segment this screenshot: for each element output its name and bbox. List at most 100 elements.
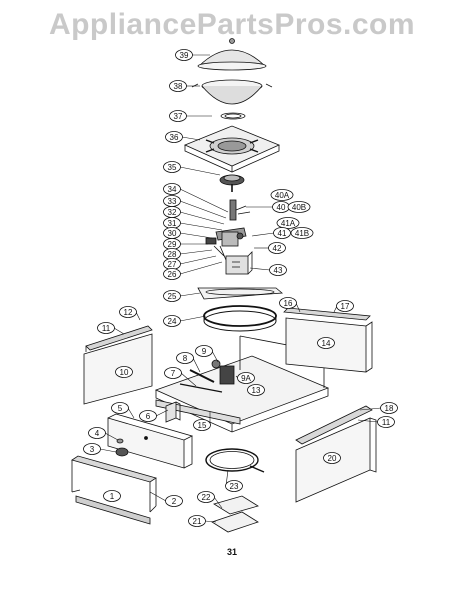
page-number: 31 <box>226 547 237 557</box>
leader-line <box>251 232 275 237</box>
callout-label: 40A <box>275 191 290 200</box>
callout-40: 40 <box>246 201 290 213</box>
callout-ellipse <box>380 402 398 414</box>
leader-line <box>179 249 213 255</box>
callout-11: 11 <box>97 322 125 335</box>
callout-label: 6 <box>146 412 151 421</box>
callout-25: 25 <box>163 290 201 302</box>
callout-ellipse <box>103 490 121 502</box>
leader-line <box>99 448 117 453</box>
part-large-ring <box>203 305 277 332</box>
callout-ellipse <box>193 419 211 431</box>
callout-label: 10 <box>120 368 129 377</box>
callout-label: 42 <box>273 244 282 253</box>
callout-label: 29 <box>168 240 177 249</box>
callout-ellipse <box>268 242 286 254</box>
callout-label: 33 <box>168 197 177 206</box>
leader-line <box>180 372 197 387</box>
callout-21: 21 <box>188 515 217 527</box>
callout-2: 2 <box>149 491 183 507</box>
part-wok <box>191 79 273 105</box>
callout-39: 39 <box>175 49 210 61</box>
callout-label: 31 <box>168 219 177 228</box>
callout-ellipse <box>225 480 243 492</box>
callout-40A: 40A <box>270 189 294 201</box>
leader-line <box>213 496 223 509</box>
callout-label: 37 <box>174 112 183 121</box>
leader-line <box>181 136 201 141</box>
callout-label: 2 <box>172 497 177 506</box>
callout-ellipse <box>163 315 181 327</box>
callout-8: 8 <box>176 352 201 373</box>
callout-5: 5 <box>111 402 135 419</box>
callout-ellipse <box>287 201 311 213</box>
callout-31: 31 <box>163 217 223 231</box>
callout-label: 32 <box>168 208 177 217</box>
callout-label: 18 <box>385 404 394 413</box>
callout-ellipse <box>115 366 133 378</box>
leader-line <box>179 292 201 297</box>
callout-9: 9 <box>195 345 219 363</box>
callout-33: 33 <box>163 195 227 219</box>
callout-label: 41A <box>281 219 296 228</box>
leader-line <box>357 419 379 423</box>
callout-ellipse <box>163 183 181 195</box>
callout-26: 26 <box>163 261 223 280</box>
part-plates <box>211 495 259 533</box>
part-front-rail <box>155 399 241 425</box>
callout-label: 38 <box>174 82 183 91</box>
callout-label: 21 <box>193 517 202 526</box>
callout-ellipse <box>273 227 291 239</box>
callout-label: 27 <box>168 260 177 269</box>
callout-label: 24 <box>168 317 177 326</box>
callout-ellipse <box>164 367 182 379</box>
callout-ellipse <box>88 427 106 439</box>
callout-label: 36 <box>170 133 179 142</box>
callout-30: 30 <box>163 227 213 239</box>
part-valve-assembly <box>205 199 251 261</box>
callout-13: 13 <box>247 384 265 396</box>
callout-label: 11 <box>102 324 111 333</box>
leader-line <box>249 267 271 271</box>
callout-ellipse <box>165 495 183 507</box>
callout-label: 4 <box>95 429 100 438</box>
leader-line <box>211 350 219 363</box>
callout-ellipse <box>176 352 194 364</box>
callout-ellipse <box>119 306 137 318</box>
callout-label: 8 <box>183 354 188 363</box>
callout-label: 13 <box>252 386 261 395</box>
callout-ellipse <box>83 443 101 455</box>
callout-ellipse <box>276 217 300 229</box>
callout-label: 20 <box>328 454 337 463</box>
callout-7: 7 <box>164 367 197 387</box>
callout-37: 37 <box>169 110 212 122</box>
leader-line <box>179 200 227 219</box>
callout-label: 3 <box>90 445 95 454</box>
callout-32: 32 <box>163 206 225 225</box>
part-left-panel <box>83 325 153 405</box>
callout-label: 5 <box>118 404 123 413</box>
leader-line <box>149 491 167 502</box>
callout-ellipse <box>247 384 265 396</box>
callout-ellipse <box>97 322 115 334</box>
callout-6: 6 <box>139 409 169 422</box>
leader-line <box>179 211 225 225</box>
callout-ellipse <box>323 452 341 464</box>
callout-20: 20 <box>323 452 341 464</box>
callout-ellipse <box>111 402 129 414</box>
leader-line <box>104 432 119 441</box>
callout-label: 16 <box>284 299 293 308</box>
callout-28: 28 <box>163 248 213 260</box>
part-gas-hose <box>205 448 265 473</box>
callout-label: 17 <box>341 302 350 311</box>
callout-ellipse <box>163 290 181 302</box>
callout-ellipse <box>279 297 297 309</box>
part-cooktop-grate <box>183 125 281 173</box>
leader-line <box>179 166 221 176</box>
callout-ellipse <box>169 110 187 122</box>
callout-34: 34 <box>163 183 229 213</box>
callout-17: 17 <box>333 300 354 313</box>
callout-ellipse <box>377 416 395 428</box>
watermark-logo-text: AppliancePartsPros.com <box>48 8 416 41</box>
